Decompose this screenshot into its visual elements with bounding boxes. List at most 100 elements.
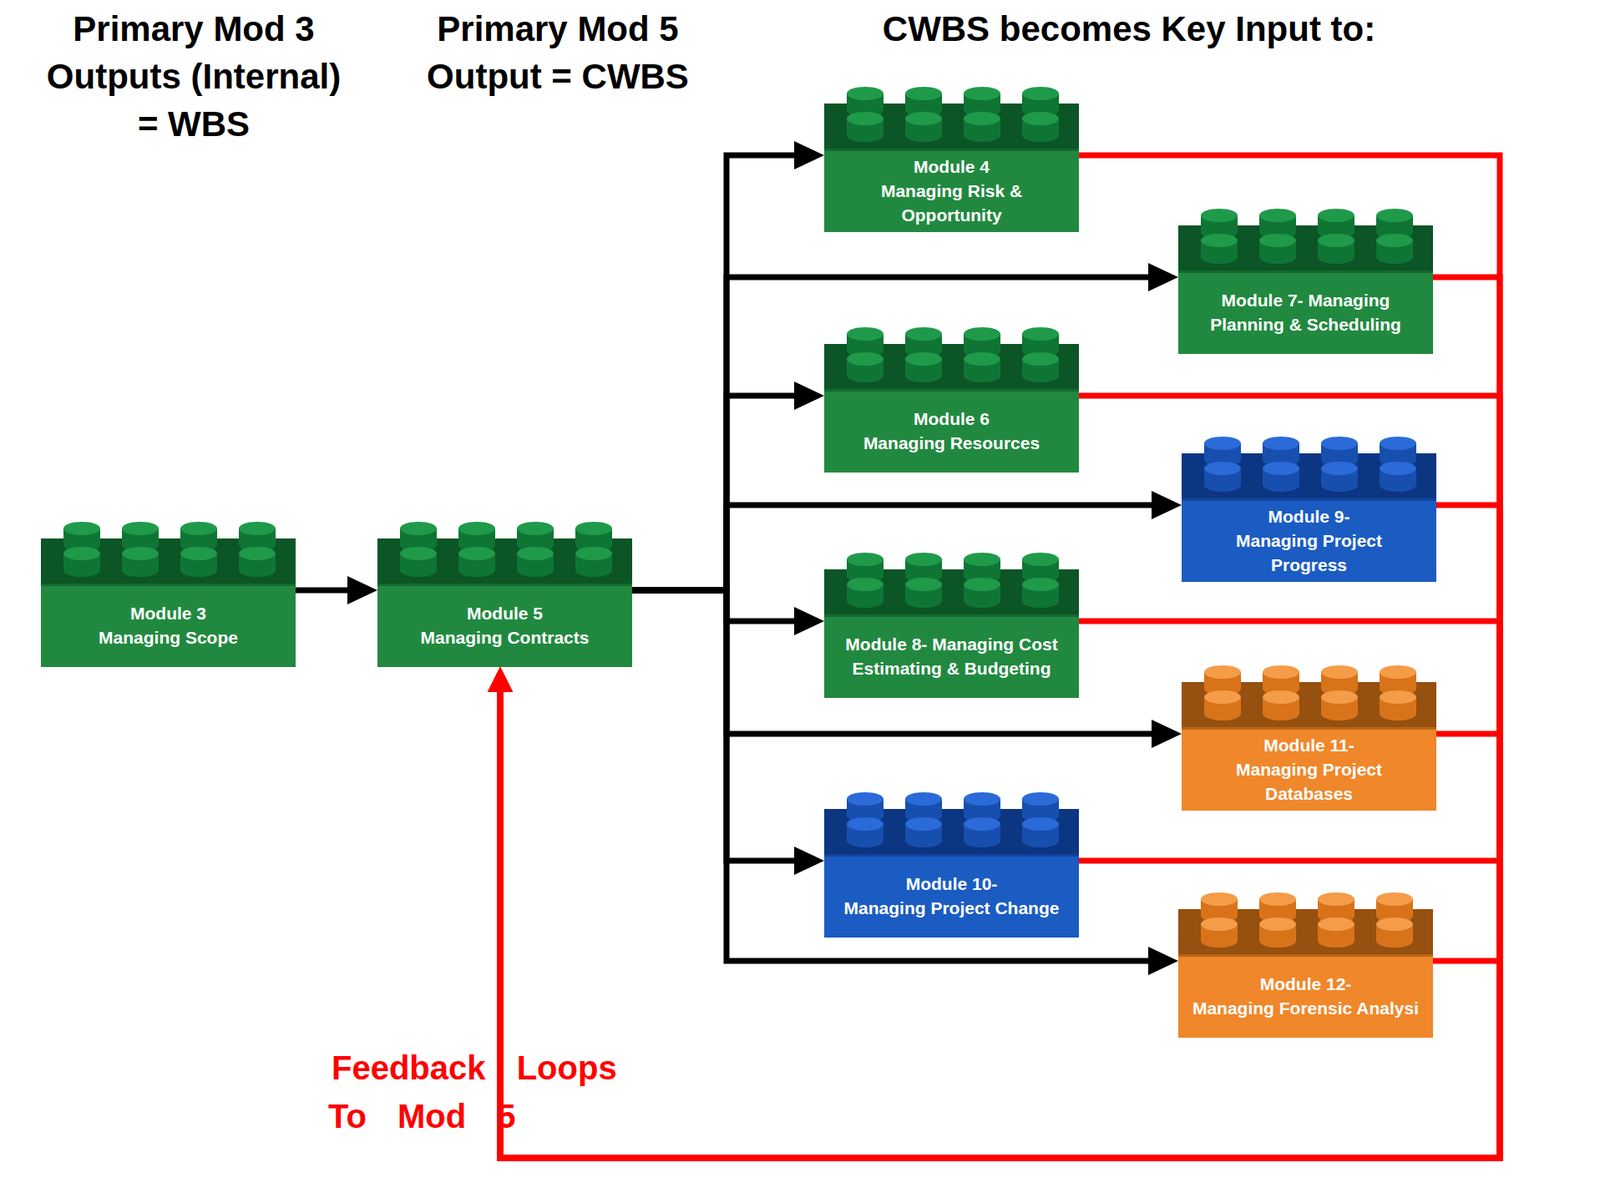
text-wrap: Module 12- Managing Forensic Analysi <box>1189 972 1423 1021</box>
brick-stud-cap <box>963 552 1001 567</box>
brick-stud-cap <box>516 521 554 536</box>
arrow-head <box>487 667 513 693</box>
brick-stud-cap <box>121 521 159 536</box>
text-wrap: Module 6 Managing Resources <box>861 406 1043 456</box>
brick-top-face <box>377 538 633 586</box>
brick-stud-cap <box>905 327 942 341</box>
brick-stud-cap <box>846 817 884 831</box>
brick-top-face <box>1178 225 1433 273</box>
brick-front-face <box>1178 270 1433 355</box>
brick-stud-cap <box>575 546 613 561</box>
brick-edge-shade <box>1181 727 1437 730</box>
brick-top-face <box>1181 453 1437 501</box>
module-title: Module 8- Managing Cost Estimating & Bud… <box>842 632 1062 681</box>
arrow-head <box>794 607 825 636</box>
line-spacer <box>861 406 874 431</box>
brick-stud-cap <box>846 327 884 341</box>
connector-line <box>632 395 795 591</box>
connector-line <box>500 395 1500 1159</box>
brick-stud-cap <box>180 521 218 536</box>
module-brick: Module 10- Managing Project Change <box>824 787 1079 938</box>
feedback-connector <box>487 667 1500 1159</box>
brick-stud-cap <box>1262 461 1300 476</box>
brick-edge-shade <box>40 583 296 587</box>
flow-connector <box>295 576 378 605</box>
brick-edge-shade <box>1181 498 1437 502</box>
column-heading: Primary Mod 3 Outputs (Internal) = WBS <box>39 5 349 148</box>
brick-stud-cap <box>1321 461 1358 476</box>
brick-stud-cap <box>400 546 437 561</box>
brick-stud-cap <box>846 792 884 806</box>
brick-stud-cap <box>846 552 884 567</box>
brick-stud-cap <box>1204 461 1241 476</box>
arrow-head <box>1148 263 1179 292</box>
module-brick: Module 3 Managing Scope <box>40 516 296 668</box>
brick-stud-cap <box>1022 327 1059 341</box>
column-heading: Primary Mod 5 Output = CWBS <box>420 5 696 101</box>
brick-stud-cap <box>1379 461 1417 476</box>
brick-text-area: Module 7- Managing Planning & Scheduling <box>1178 270 1433 355</box>
brick-stud-cap <box>905 552 942 567</box>
feedback-connector <box>487 277 1500 1159</box>
brick-stud-cap <box>1200 917 1238 932</box>
brick-stud-cap <box>905 577 942 592</box>
module-title: Module 12- Managing Forensic Analysi <box>1189 972 1423 1021</box>
brick-stud-cap <box>1376 917 1413 932</box>
brick-stud-cap <box>1317 917 1355 932</box>
brick-edge-shade <box>377 583 633 587</box>
connector-line <box>500 692 1500 1159</box>
brick-edge-shade <box>824 614 1079 618</box>
brick-text-area: Module 12- Managing Forensic Analysi <box>1178 954 1433 1038</box>
brick-stud-cap <box>458 546 496 561</box>
connector-line <box>632 590 795 622</box>
brick-stud-cap <box>1022 577 1059 592</box>
feedback-connector <box>487 505 1500 1159</box>
brick-stud-cap <box>846 111 884 126</box>
brick-stud-cap <box>1262 665 1300 679</box>
feedback-connector <box>487 667 1500 1159</box>
connector-line <box>632 590 1149 962</box>
brick-stud-cap <box>846 352 884 366</box>
brick-stud-cap <box>1321 436 1358 451</box>
brick-front-face <box>1181 498 1437 583</box>
connector-line <box>500 692 1500 1159</box>
module-brick: Module 5 Managing Contracts <box>377 516 633 668</box>
brick-stud-cap <box>963 577 1001 592</box>
brick-front-face <box>824 614 1079 699</box>
brick-text-area: Module 3 Managing Scope <box>40 583 296 668</box>
arrow-head <box>487 667 513 693</box>
module-brick: Module 6 Managing Resources <box>824 322 1079 473</box>
brick-stud-cap <box>1022 352 1059 366</box>
brick-stud-cap <box>1321 690 1358 704</box>
brick-text-area: Module 9- Managing Project Progress <box>1181 498 1437 583</box>
flow-connector <box>632 491 1182 591</box>
text-wrap: Module 7- Managing Planning & Scheduling <box>1205 288 1407 337</box>
brick-stud-cap <box>121 546 159 561</box>
brick-front-face <box>1181 727 1437 811</box>
text-wrap: Module 9- Managing Project Progress <box>1231 504 1388 578</box>
column-heading: CWBS becomes Key Input to: <box>828 5 1430 53</box>
brick-top-face <box>824 103 1079 151</box>
brick-stud-cap <box>905 352 942 366</box>
brick-stud-cap <box>1200 233 1238 248</box>
connector-line <box>500 155 1500 1159</box>
brick-stud-cap <box>1204 665 1241 679</box>
brick-stud-cap <box>238 546 276 561</box>
connector-line <box>500 621 1500 1159</box>
brick-stud-cap <box>1262 436 1300 451</box>
brick-stud-cap <box>846 577 884 592</box>
brick-edge-shade <box>824 148 1079 152</box>
line-spacer <box>1030 406 1043 431</box>
module-title: Module 6 Managing Resources <box>861 406 1043 456</box>
brick-front-face <box>824 854 1079 938</box>
module-brick: Module 7- Managing Planning & Scheduling <box>1178 203 1433 355</box>
brick-stud-cap <box>963 111 1001 126</box>
brick-stud-cap <box>963 327 1001 341</box>
brick-stud-cap <box>963 792 1001 806</box>
brick-top-face <box>824 344 1079 391</box>
connector-line <box>632 277 1149 591</box>
line-spacer <box>417 601 426 626</box>
module-title: Module 5 Managing Contracts <box>417 601 593 650</box>
text-wrap: Module 3 Managing Scope <box>93 601 244 650</box>
arrow-head <box>1148 946 1179 976</box>
